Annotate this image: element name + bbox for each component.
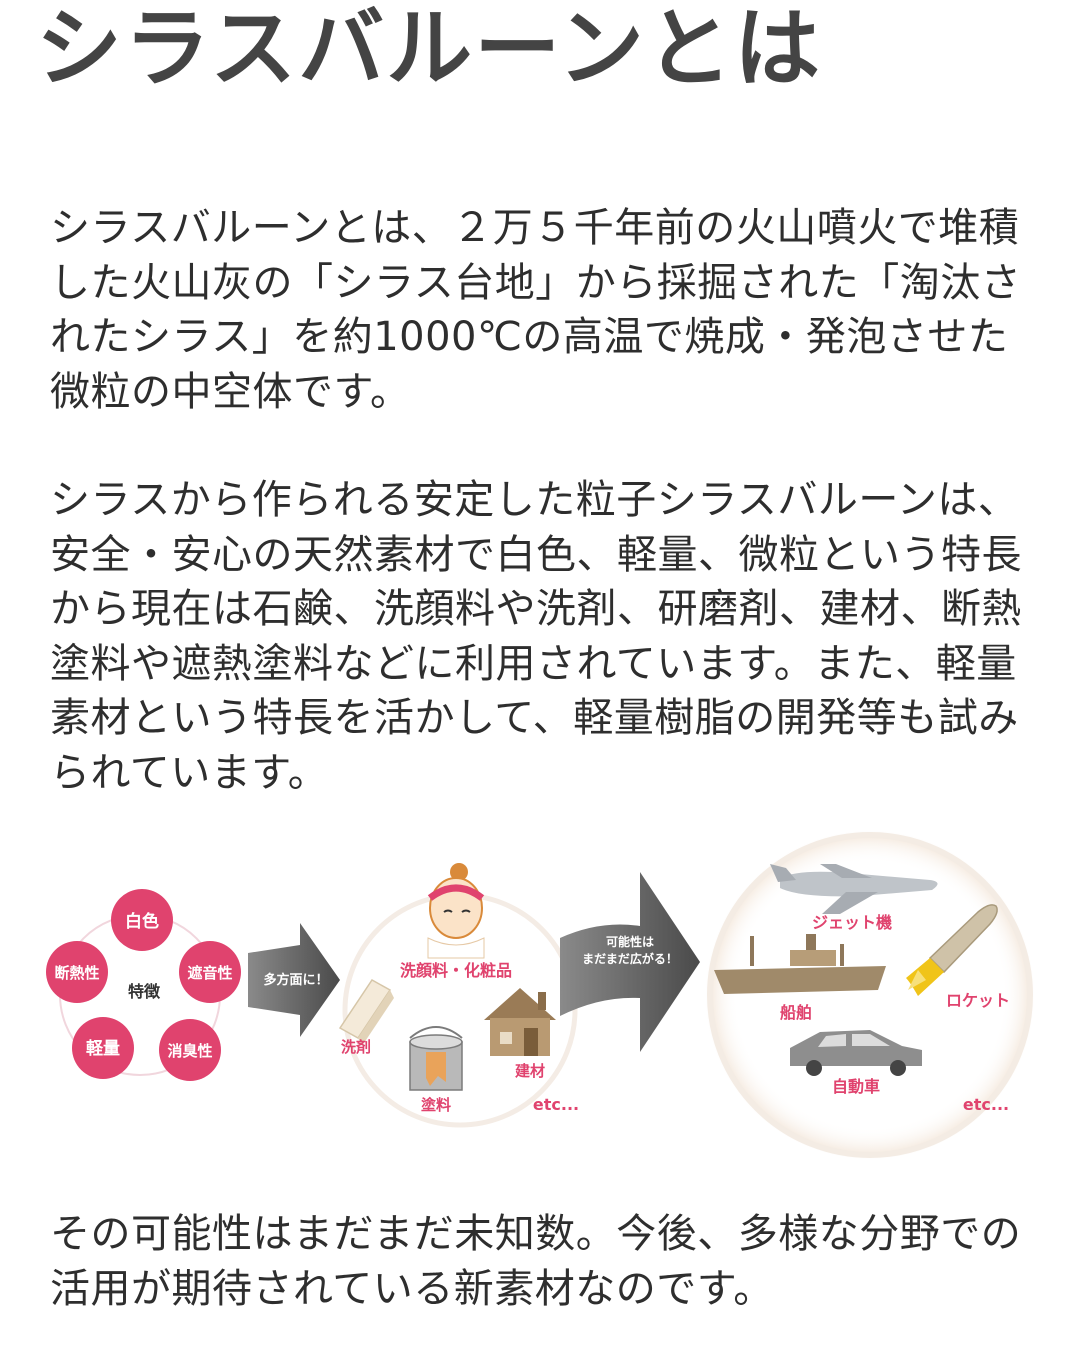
ship-icon	[714, 934, 886, 994]
arrow1-label: 多方面に！	[263, 972, 328, 988]
current-uses-group: 洗顔料・化粧品 洗剤 塗料 建材 etc...	[338, 863, 579, 1128]
features-paragraph: シラスから作られる安定した粒子シラスバルーンは、安全・安心の天然素材で白色、軽量…	[50, 477, 1022, 796]
page-title: シラスバルーンとは	[36, 0, 822, 99]
feature-label: 白色	[125, 911, 159, 932]
house-icon	[484, 988, 556, 1056]
applications-diagram: 白色 遮音性 消臭性 軽量 断熱性 特徴 多方面に！ 洗顔料・化粧品 洗剤	[46, 830, 1035, 1160]
feature-circle-deodorant	[159, 1019, 221, 1081]
future-label-car: 自動車	[832, 1077, 880, 1096]
woman-face-icon	[427, 863, 485, 959]
paint-can-icon	[409, 1026, 463, 1091]
arrow-to-future-uses: 可能性は まだまだ広がる！	[560, 872, 700, 1052]
use-label-paint: 塗料	[421, 1096, 451, 1114]
car-icon	[790, 1030, 922, 1076]
rocket-icon	[906, 904, 998, 996]
arrow2-label-line1: 可能性は	[606, 934, 654, 949]
feature-circle-white	[111, 889, 173, 951]
use-label-building: 建材	[515, 1062, 545, 1080]
feature-label: 消臭性	[167, 1042, 212, 1060]
features-cluster: 白色 遮音性 消臭性 軽量 断熱性 特徴	[46, 889, 241, 1081]
future-uses-etc: etc...	[963, 1095, 1009, 1114]
intro-paragraph: シラスバルーンとは、２万５千年前の火山噴火で堆積した火山灰の「シラス台地」から採…	[50, 205, 1022, 415]
jet-icon	[770, 864, 938, 914]
use-label-detergent: 洗剤	[341, 1038, 371, 1056]
feature-circle-soundproof	[179, 941, 241, 1003]
feature-label: 軽量	[86, 1038, 120, 1059]
future-label-jet: ジェット機	[812, 913, 892, 932]
features-center-label: 特徴	[128, 982, 161, 1001]
feature-label: 遮音性	[187, 964, 232, 982]
current-uses-etc: etc...	[533, 1095, 579, 1114]
future-uses-group: ジェット機 船舶 ロケット 自動車 etc...	[705, 830, 1035, 1160]
feature-label: 断熱性	[54, 964, 99, 982]
future-label-rocket: ロケット	[946, 991, 1010, 1010]
future-label-ship: 船舶	[780, 1003, 812, 1022]
arrow-to-current-uses: 多方面に！	[248, 923, 340, 1037]
feature-circle-insulation	[46, 941, 108, 1003]
feature-circle-lightweight	[72, 1017, 134, 1079]
closing-paragraph: その可能性はまだまだ未知数。今後、多様な分野での活用が期待されている新素材なので…	[50, 1211, 1022, 1312]
arrow2-label-line2: まだまだ広がる！	[582, 951, 678, 966]
detergent-icon	[338, 979, 394, 1046]
use-label-cosmetics: 洗顔料・化粧品	[400, 961, 512, 980]
